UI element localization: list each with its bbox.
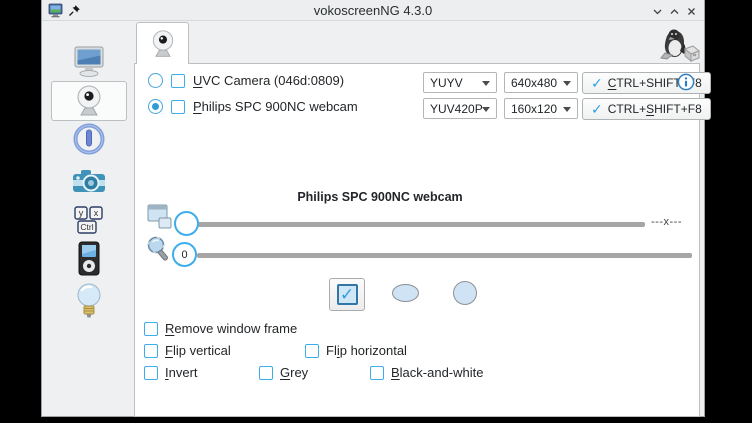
- sidebar-item-countdown[interactable]: [51, 119, 127, 159]
- webcam-tab-icon: [148, 28, 178, 60]
- resolution-select-philips[interactable]: 160x120: [504, 98, 578, 119]
- option-label: Flip horizontal: [326, 343, 407, 358]
- resolution-select-uvc[interactable]: 640x480: [504, 72, 578, 93]
- resolution-value: 160x120: [511, 101, 558, 116]
- format-select-uvc[interactable]: YUYV: [423, 72, 497, 93]
- sidebar-item-systray[interactable]: [51, 281, 127, 321]
- camera-label-uvc: UVC Camera (046d:0809): [193, 73, 345, 88]
- flip-horizontal-checkbox[interactable]: [305, 343, 319, 358]
- webcam-icon: [72, 84, 106, 118]
- black-and-white-checkbox[interactable]: [370, 365, 384, 380]
- hotkeys-icon: y x Ctrl: [71, 204, 107, 238]
- info-icon[interactable]: [677, 73, 695, 91]
- option-remove-window-frame[interactable]: Remove window frame: [144, 321, 297, 336]
- minimize-button[interactable]: [650, 4, 664, 18]
- pin-icon[interactable]: [68, 4, 81, 17]
- resolution-value: 640x480: [511, 75, 558, 90]
- sidebar-item-hotkeys[interactable]: y x Ctrl: [51, 201, 127, 241]
- active-webcam-title: Philips SPC 900NC webcam: [297, 190, 463, 204]
- camera-label-philips: Philips SPC 900NC webcam: [193, 99, 358, 114]
- option-black-and-white[interactable]: Black-and-white: [370, 365, 484, 380]
- ellipse-shape-button[interactable]: [392, 284, 419, 302]
- option-invert[interactable]: Invert: [144, 365, 198, 380]
- hotkey-button-philips[interactable]: ✓ CTRL+SHIFT+F8: [582, 98, 711, 120]
- maximize-button[interactable]: [667, 4, 681, 18]
- sidebar-item-webcam[interactable]: [51, 81, 127, 121]
- vokoscreen-window: vokoscreenNG 4.3.0: [41, 0, 711, 417]
- camera-checkbox-philips[interactable]: [171, 99, 185, 114]
- magnifier-icon: [145, 235, 172, 265]
- camera-row: UVC Camera (046d:0809): [148, 73, 344, 88]
- camera-radio-philips[interactable]: [148, 99, 163, 114]
- countdown-icon: [72, 122, 106, 156]
- player-icon: [76, 241, 102, 277]
- window-size-icon: [147, 203, 173, 232]
- dropdown-arrow-icon: [563, 81, 571, 86]
- option-label: Flip vertical: [165, 343, 231, 358]
- check-icon: ✓: [591, 75, 603, 91]
- sidebar-item-screen[interactable]: [51, 42, 127, 82]
- checked-checkbox-icon: ✓: [336, 284, 358, 305]
- close-button[interactable]: [684, 4, 698, 18]
- dropdown-arrow-icon: [482, 107, 490, 112]
- tab-webcam[interactable]: [136, 22, 189, 64]
- option-label: Grey: [280, 365, 309, 380]
- svg-text:x: x: [94, 208, 99, 218]
- camera-checkbox-uvc[interactable]: [171, 73, 185, 88]
- circle-shape-button[interactable]: [453, 281, 477, 305]
- sidebar: y x Ctrl: [44, 21, 133, 416]
- camera-radio-uvc[interactable]: [148, 73, 163, 88]
- remove-window-frame-checkbox[interactable]: [144, 321, 158, 336]
- tux-linux-icon: [655, 27, 701, 63]
- webcam-visible-toggle[interactable]: ✓: [329, 278, 365, 311]
- titlebar[interactable]: vokoscreenNG 4.3.0: [42, 0, 704, 21]
- option-label: Remove window frame: [165, 321, 298, 336]
- svg-text:Ctrl: Ctrl: [80, 222, 93, 232]
- sidebar-item-camera[interactable]: [51, 162, 127, 202]
- format-value: YUV420P: [430, 101, 483, 116]
- option-label: Black-and-white: [391, 365, 484, 380]
- option-label: Invert: [165, 365, 198, 380]
- grey-checkbox[interactable]: [259, 365, 273, 380]
- zoom-slider-track[interactable]: [197, 253, 692, 258]
- size-slider-handle[interactable]: [174, 211, 199, 236]
- invert-checkbox[interactable]: [144, 365, 158, 380]
- check-icon: ✓: [591, 101, 603, 117]
- camera-row: Philips SPC 900NC webcam: [148, 99, 358, 114]
- svg-text:y: y: [79, 208, 84, 218]
- option-flip-horizontal[interactable]: Flip horizontal: [305, 343, 407, 358]
- sidebar-item-player[interactable]: [51, 239, 127, 279]
- webcam-page: UVC Camera (046d:0809) YUYV 640x480 ✓ CT…: [134, 63, 711, 417]
- dropdown-arrow-icon: [563, 107, 571, 112]
- option-grey[interactable]: Grey: [259, 365, 308, 380]
- camera-icon: [70, 166, 108, 198]
- lightbulb-icon: [76, 282, 102, 320]
- dropdown-arrow-icon: [482, 81, 490, 86]
- format-value: YUYV: [430, 75, 463, 90]
- app-icon: [48, 3, 63, 18]
- flip-vertical-checkbox[interactable]: [144, 343, 158, 358]
- option-flip-vertical[interactable]: Flip vertical: [144, 343, 231, 358]
- window-title: vokoscreenNG 4.3.0: [313, 3, 433, 18]
- size-slider-track[interactable]: [197, 222, 645, 227]
- zoom-slider-handle[interactable]: 0: [172, 242, 197, 267]
- format-select-philips[interactable]: YUV420P: [423, 98, 497, 119]
- screen-icon: [71, 45, 107, 79]
- hotkey-label: CTRL+SHIFT+F8: [607, 102, 702, 116]
- size-value-label: ---x---: [651, 216, 682, 228]
